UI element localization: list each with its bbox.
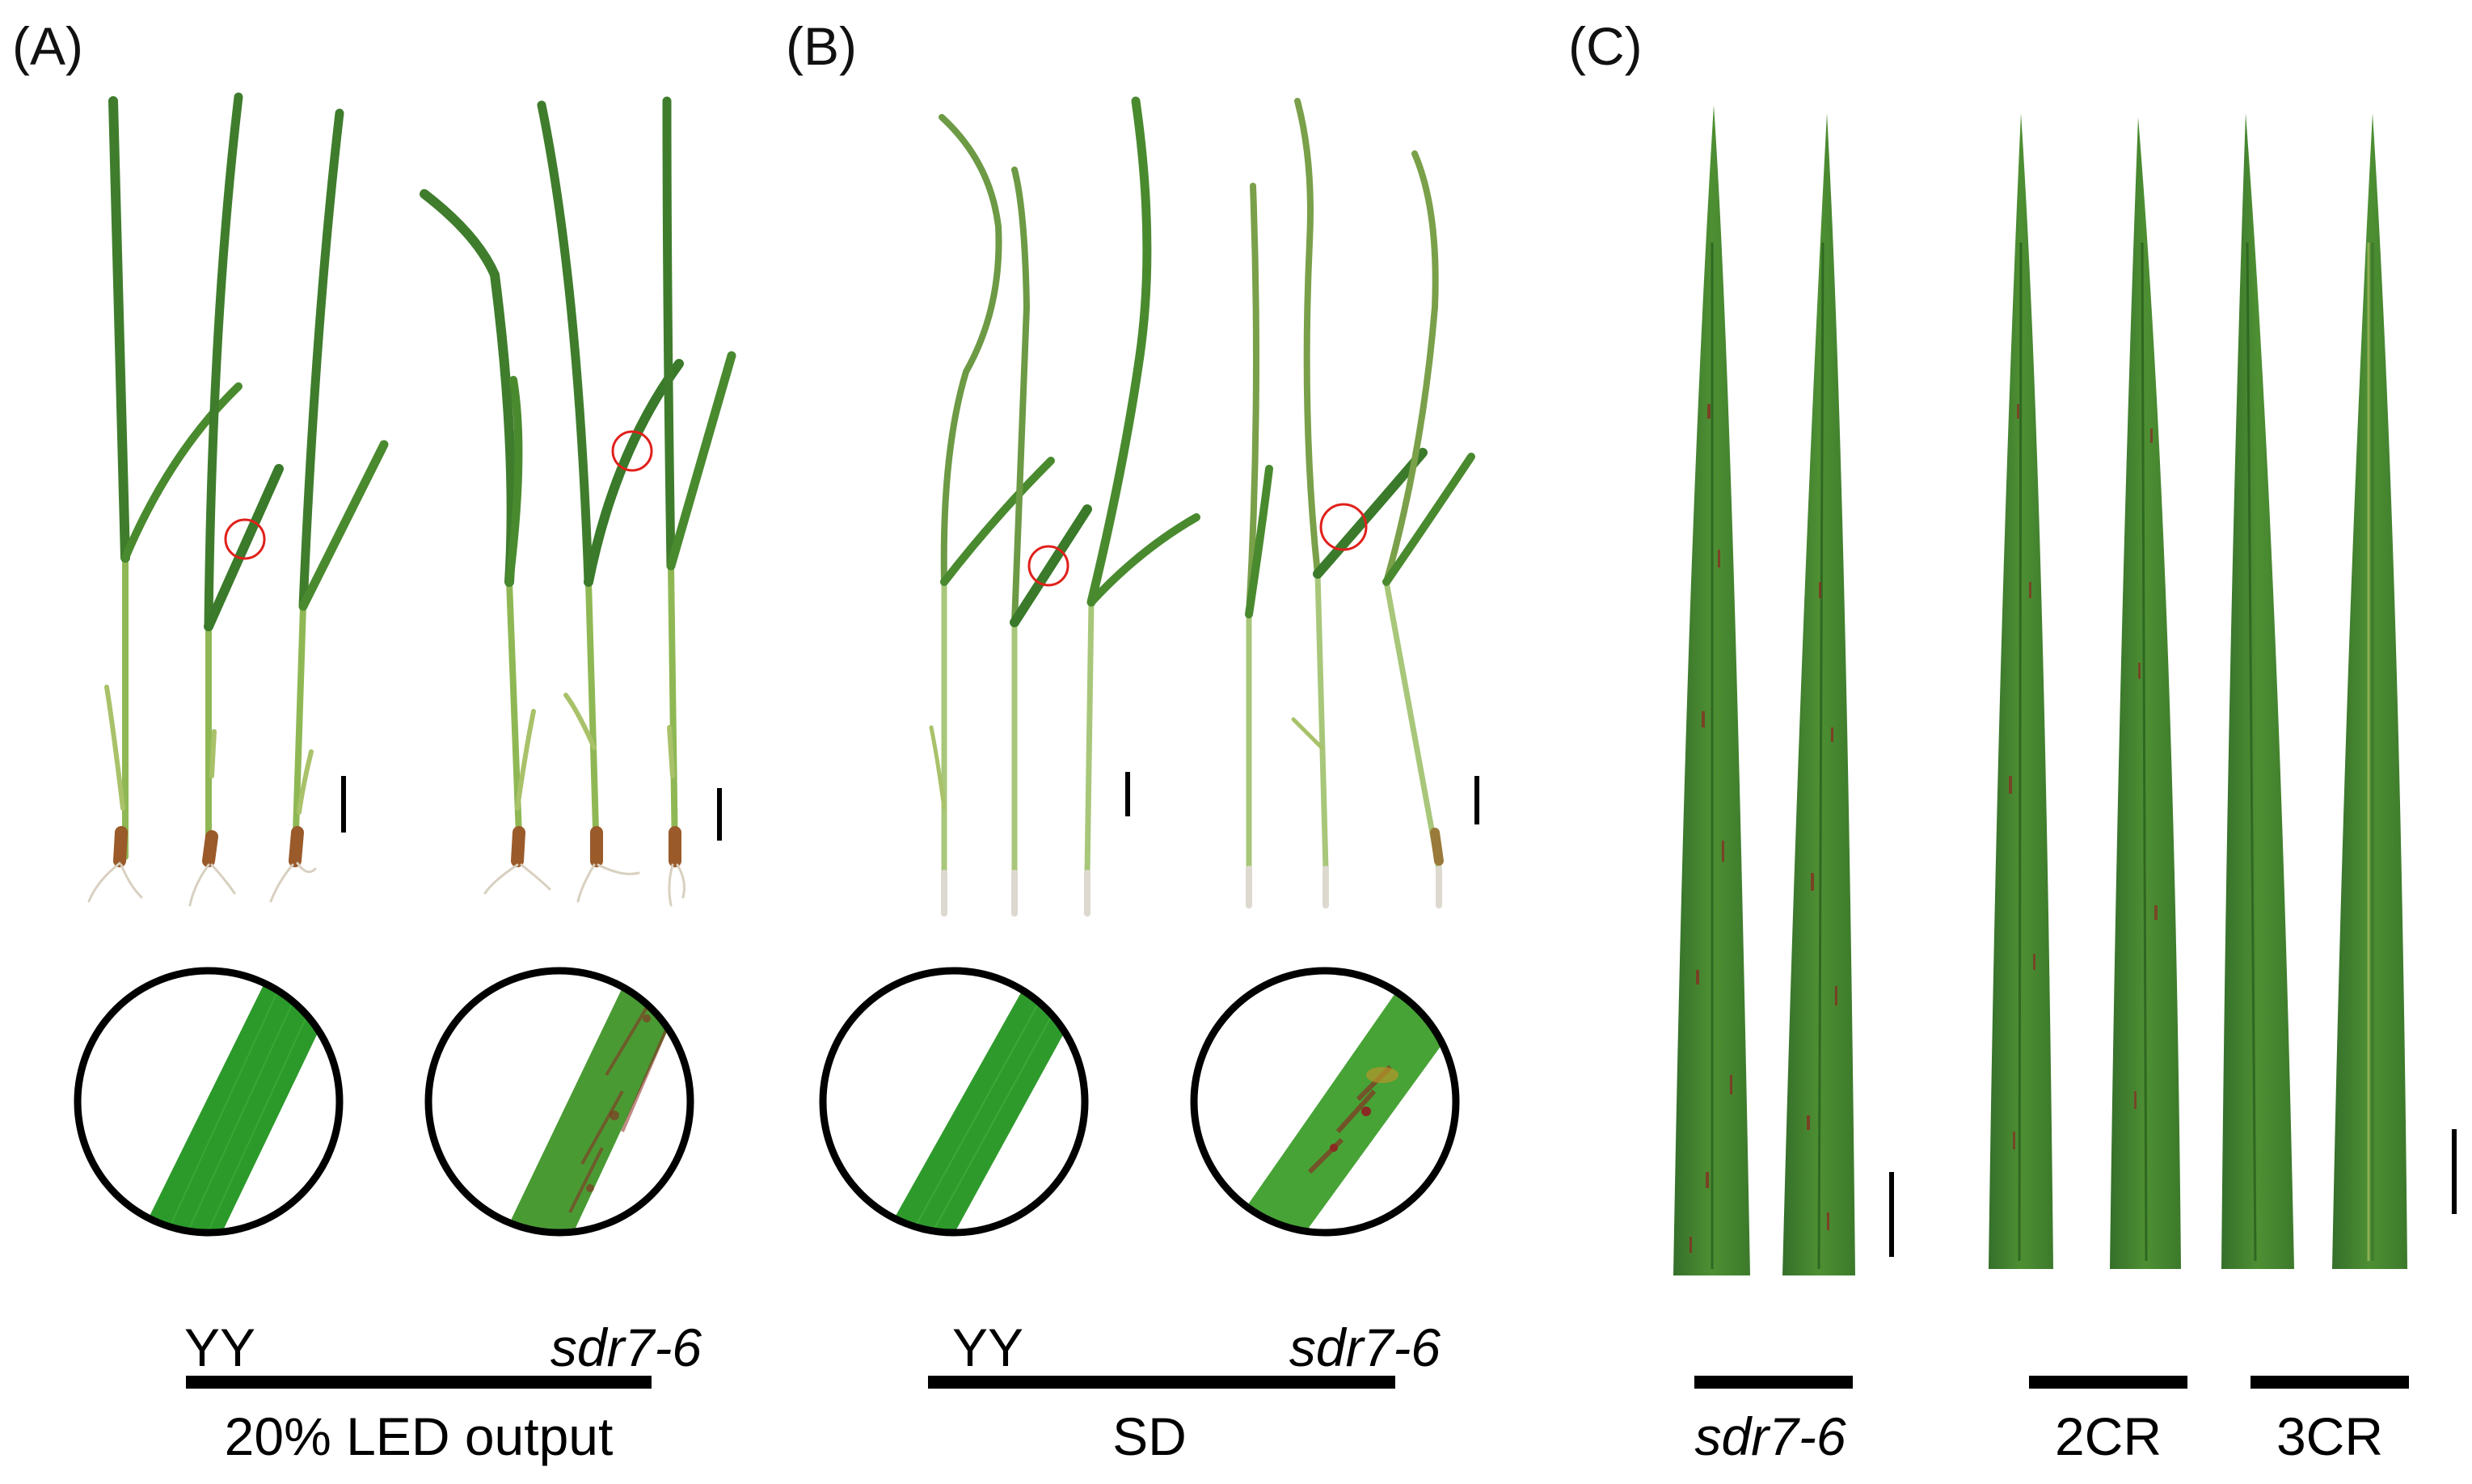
panel-a-highlight-yy — [224, 518, 266, 560]
panel-b-highlight-sdr — [1319, 503, 1368, 551]
panel-c-leaf-2cr-1 — [1989, 113, 2053, 1269]
panel-a-highlight-sdr — [611, 430, 653, 472]
panel-a-genotype-sdr: sdr7-6 — [551, 1317, 702, 1377]
panel-a-seedling-yy-3 — [269, 108, 389, 903]
panel-b-label: (B) — [786, 16, 857, 76]
panel-b-zoom-yy — [819, 967, 1089, 1237]
panel-b-highlight-yy — [1027, 545, 1069, 587]
panel-a-label: (A) — [12, 16, 83, 76]
panel-c-leaf-sdr-1 — [1673, 105, 1750, 1275]
panel-c-group-3cr: 3CR — [2276, 1406, 2383, 1466]
panel-b-seedling-yy-1 — [929, 114, 1055, 917]
panel-b-genotype-sdr: sdr7-6 — [1289, 1317, 1441, 1377]
panel-b-genotype-yy: YY — [952, 1317, 1023, 1377]
panel-a-condition: 20% LED output — [225, 1406, 614, 1466]
panel-a-seedling-yy-2 — [188, 92, 284, 907]
panel-c-label: (C) — [1568, 16, 1643, 76]
panel-b: (B) — [786, 16, 1479, 1466]
panel-c-group-sdr: sdr7-6 — [1694, 1406, 1846, 1466]
panel-c-leaf-3cr-1 — [2221, 113, 2294, 1269]
panel-c-group-2cr: 2CR — [2055, 1406, 2162, 1466]
panel-b-seedling-yy-2 — [1010, 167, 1092, 917]
panel-c-leaf-3cr-2 — [2332, 113, 2407, 1269]
panel-c-leaf-sdr-2 — [1782, 113, 1855, 1275]
panel-b-zoom-sdr — [1190, 967, 1460, 1237]
panel-b-seedling-yy-3 — [1084, 96, 1200, 917]
panel-b-seedling-sdr-3 — [1382, 150, 1475, 909]
panel-a-genotype-yy: YY — [184, 1317, 255, 1377]
panel-a-zoom-sdr — [424, 967, 694, 1237]
panel-b-condition: SD — [1112, 1406, 1187, 1466]
panel-c: (C) — [1568, 16, 2457, 1466]
panel-a-seedling-sdr-1 — [420, 189, 551, 895]
panel-a-seedling-sdr-3 — [662, 96, 736, 907]
panel-c-leaf-2cr-2 — [2110, 117, 2181, 1269]
panel-a-seedling-sdr-2 — [537, 100, 684, 903]
panel-b-seedling-sdr-1 — [1245, 183, 1273, 909]
panel-a: (A) — [12, 16, 736, 1466]
panel-a-seedling-yy-1 — [87, 96, 243, 903]
panel-a-zoom-yy — [74, 967, 344, 1237]
